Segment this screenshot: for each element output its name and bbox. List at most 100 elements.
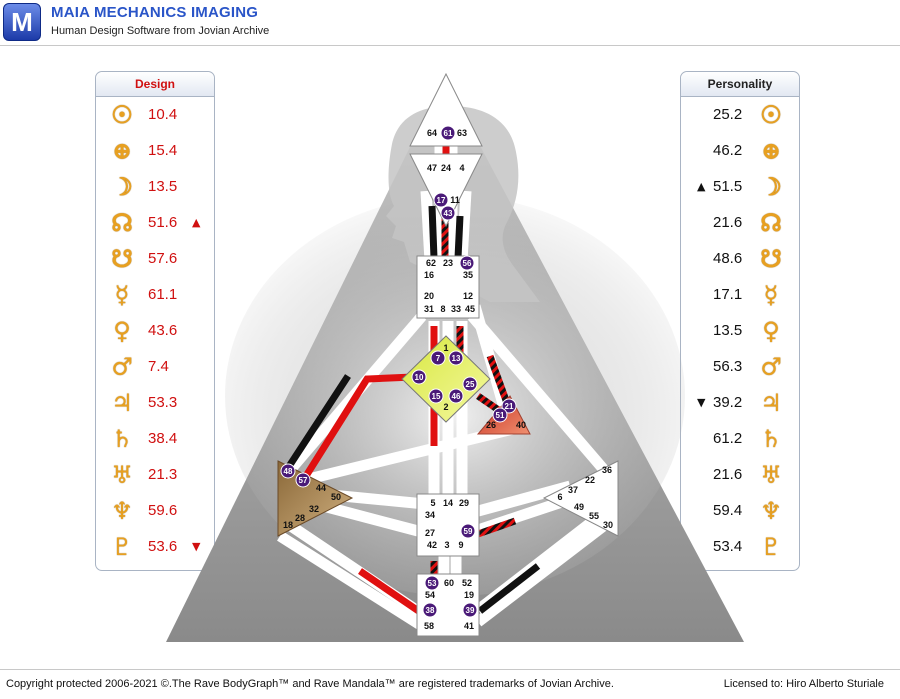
gate-46[interactable]: 46 — [452, 392, 461, 401]
planet-value: 17.1 — [713, 286, 743, 303]
gate-43[interactable]: 43 — [444, 209, 453, 218]
gate-51[interactable]: 51 — [496, 411, 505, 420]
gate-48[interactable]: 48 — [284, 467, 293, 476]
gate-19[interactable]: 19 — [464, 590, 474, 600]
gate-24[interactable]: 24 — [441, 163, 451, 173]
gate-7[interactable]: 7 — [436, 354, 441, 363]
gate-9[interactable]: 9 — [458, 540, 463, 550]
gate-33[interactable]: 33 — [451, 304, 461, 314]
gate-63[interactable]: 63 — [457, 128, 467, 138]
gate-57[interactable]: 57 — [299, 476, 308, 485]
channel-56-11 — [454, 215, 464, 259]
gate-15[interactable]: 15 — [432, 392, 441, 401]
gate-8[interactable]: 8 — [440, 304, 445, 314]
bodygraph-chart[interactable]: 6461634724417114362235616352012318334517… — [160, 66, 750, 646]
gate-1[interactable]: 1 — [443, 343, 448, 353]
gate-activation-badge[interactable] — [433, 192, 449, 208]
gate-2[interactable]: 2 — [443, 402, 448, 412]
gate-activation-badge[interactable] — [428, 388, 444, 404]
gate-21[interactable]: 21 — [505, 402, 514, 411]
gate-32[interactable]: 32 — [309, 504, 319, 514]
gate-53[interactable]: 53 — [428, 579, 437, 588]
gate-11[interactable]: 11 — [450, 195, 460, 205]
gate-activation-badge[interactable] — [440, 125, 456, 141]
gate-10[interactable]: 10 — [415, 373, 424, 382]
planet-value: 15.4 — [148, 142, 178, 159]
gate-50[interactable]: 50 — [331, 492, 341, 502]
gate-13[interactable]: 13 — [452, 354, 461, 363]
gate-20[interactable]: 20 — [424, 291, 434, 301]
gate-61[interactable]: 61 — [444, 129, 453, 138]
gate-activation-badge[interactable] — [411, 369, 427, 385]
gate-activation-badge[interactable] — [422, 602, 438, 618]
gate-31[interactable]: 31 — [424, 304, 434, 314]
gate-activation-badge[interactable] — [430, 350, 446, 366]
gate-activation-badge[interactable] — [492, 407, 508, 423]
gate-59[interactable]: 59 — [464, 527, 473, 536]
gate-58[interactable]: 58 — [424, 621, 434, 631]
gate-56[interactable]: 56 — [463, 259, 472, 268]
gate-activation-badge[interactable] — [295, 472, 311, 488]
gate-activation-badge[interactable] — [448, 388, 464, 404]
gate-activation-badge[interactable] — [448, 350, 464, 366]
gate-activation-badge[interactable] — [462, 602, 478, 618]
personality-row-sun: ☉25.2 — [681, 97, 799, 133]
gate-23[interactable]: 23 — [443, 258, 453, 268]
personality-row-earth: ⊕46.2 — [681, 133, 799, 169]
planet-value: 59.4 — [713, 502, 743, 519]
gate-44[interactable]: 44 — [316, 483, 326, 493]
planet-value: 43.6 — [148, 322, 178, 339]
gate-22[interactable]: 22 — [585, 475, 595, 485]
gate-49[interactable]: 49 — [574, 502, 584, 512]
g-center[interactable] — [401, 335, 491, 423]
gate-29[interactable]: 29 — [459, 498, 469, 508]
gate-35[interactable]: 35 — [463, 270, 473, 280]
gate-activation-badge[interactable] — [280, 463, 296, 479]
gate-5[interactable]: 5 — [430, 498, 435, 508]
solar-plexus-center[interactable] — [542, 460, 619, 537]
gate-activation-badge[interactable] — [462, 376, 478, 392]
gate-37[interactable]: 37 — [568, 485, 578, 495]
gate-40[interactable]: 40 — [516, 420, 526, 430]
gate-4[interactable]: 4 — [459, 163, 464, 173]
gate-27[interactable]: 27 — [425, 528, 435, 538]
gate-activation-badge[interactable] — [501, 398, 517, 414]
gate-39[interactable]: 39 — [466, 606, 475, 615]
head-center[interactable] — [409, 72, 483, 147]
gate-41[interactable]: 41 — [464, 621, 474, 631]
gate-42[interactable]: 42 — [427, 540, 437, 550]
gate-17[interactable]: 17 — [437, 196, 446, 205]
gate-55[interactable]: 55 — [589, 511, 599, 521]
gate-64[interactable]: 64 — [427, 128, 437, 138]
gate-47[interactable]: 47 — [427, 163, 437, 173]
ajna-center[interactable] — [409, 153, 483, 228]
gate-16[interactable]: 16 — [424, 270, 434, 280]
gate-14[interactable]: 14 — [443, 498, 453, 508]
gate-30[interactable]: 30 — [603, 520, 613, 530]
gate-38[interactable]: 38 — [426, 606, 435, 615]
personality-row-venus: ♀13.5 — [681, 313, 799, 349]
gate-62[interactable]: 62 — [426, 258, 436, 268]
gate-3[interactable]: 3 — [444, 540, 449, 550]
gate-45[interactable]: 45 — [465, 304, 475, 314]
gate-34[interactable]: 34 — [425, 510, 435, 520]
gate-activation-badge[interactable] — [440, 205, 456, 221]
gate-52[interactable]: 52 — [462, 578, 472, 588]
gate-28[interactable]: 28 — [295, 513, 305, 523]
design-row-saturn: ♄38.4 — [96, 421, 214, 457]
gate-60[interactable]: 60 — [444, 578, 454, 588]
gate-26[interactable]: 26 — [486, 420, 496, 430]
planet-value: 13.5 — [713, 322, 743, 339]
gate-12[interactable]: 12 — [463, 291, 473, 301]
gate-6[interactable]: 6 — [557, 492, 562, 502]
gate-activation-badge[interactable] — [424, 575, 440, 591]
planet-value: 39.2 — [713, 394, 743, 411]
gate-36[interactable]: 36 — [602, 465, 612, 475]
gate-activation-badge[interactable] — [459, 255, 475, 271]
jupiter-icon: ♃ — [760, 388, 782, 417]
gate-18[interactable]: 18 — [283, 520, 293, 530]
gate-activation-badge[interactable] — [460, 523, 476, 539]
gate-25[interactable]: 25 — [466, 380, 475, 389]
mars-icon: ♂ — [111, 352, 133, 381]
gate-54[interactable]: 54 — [425, 590, 435, 600]
